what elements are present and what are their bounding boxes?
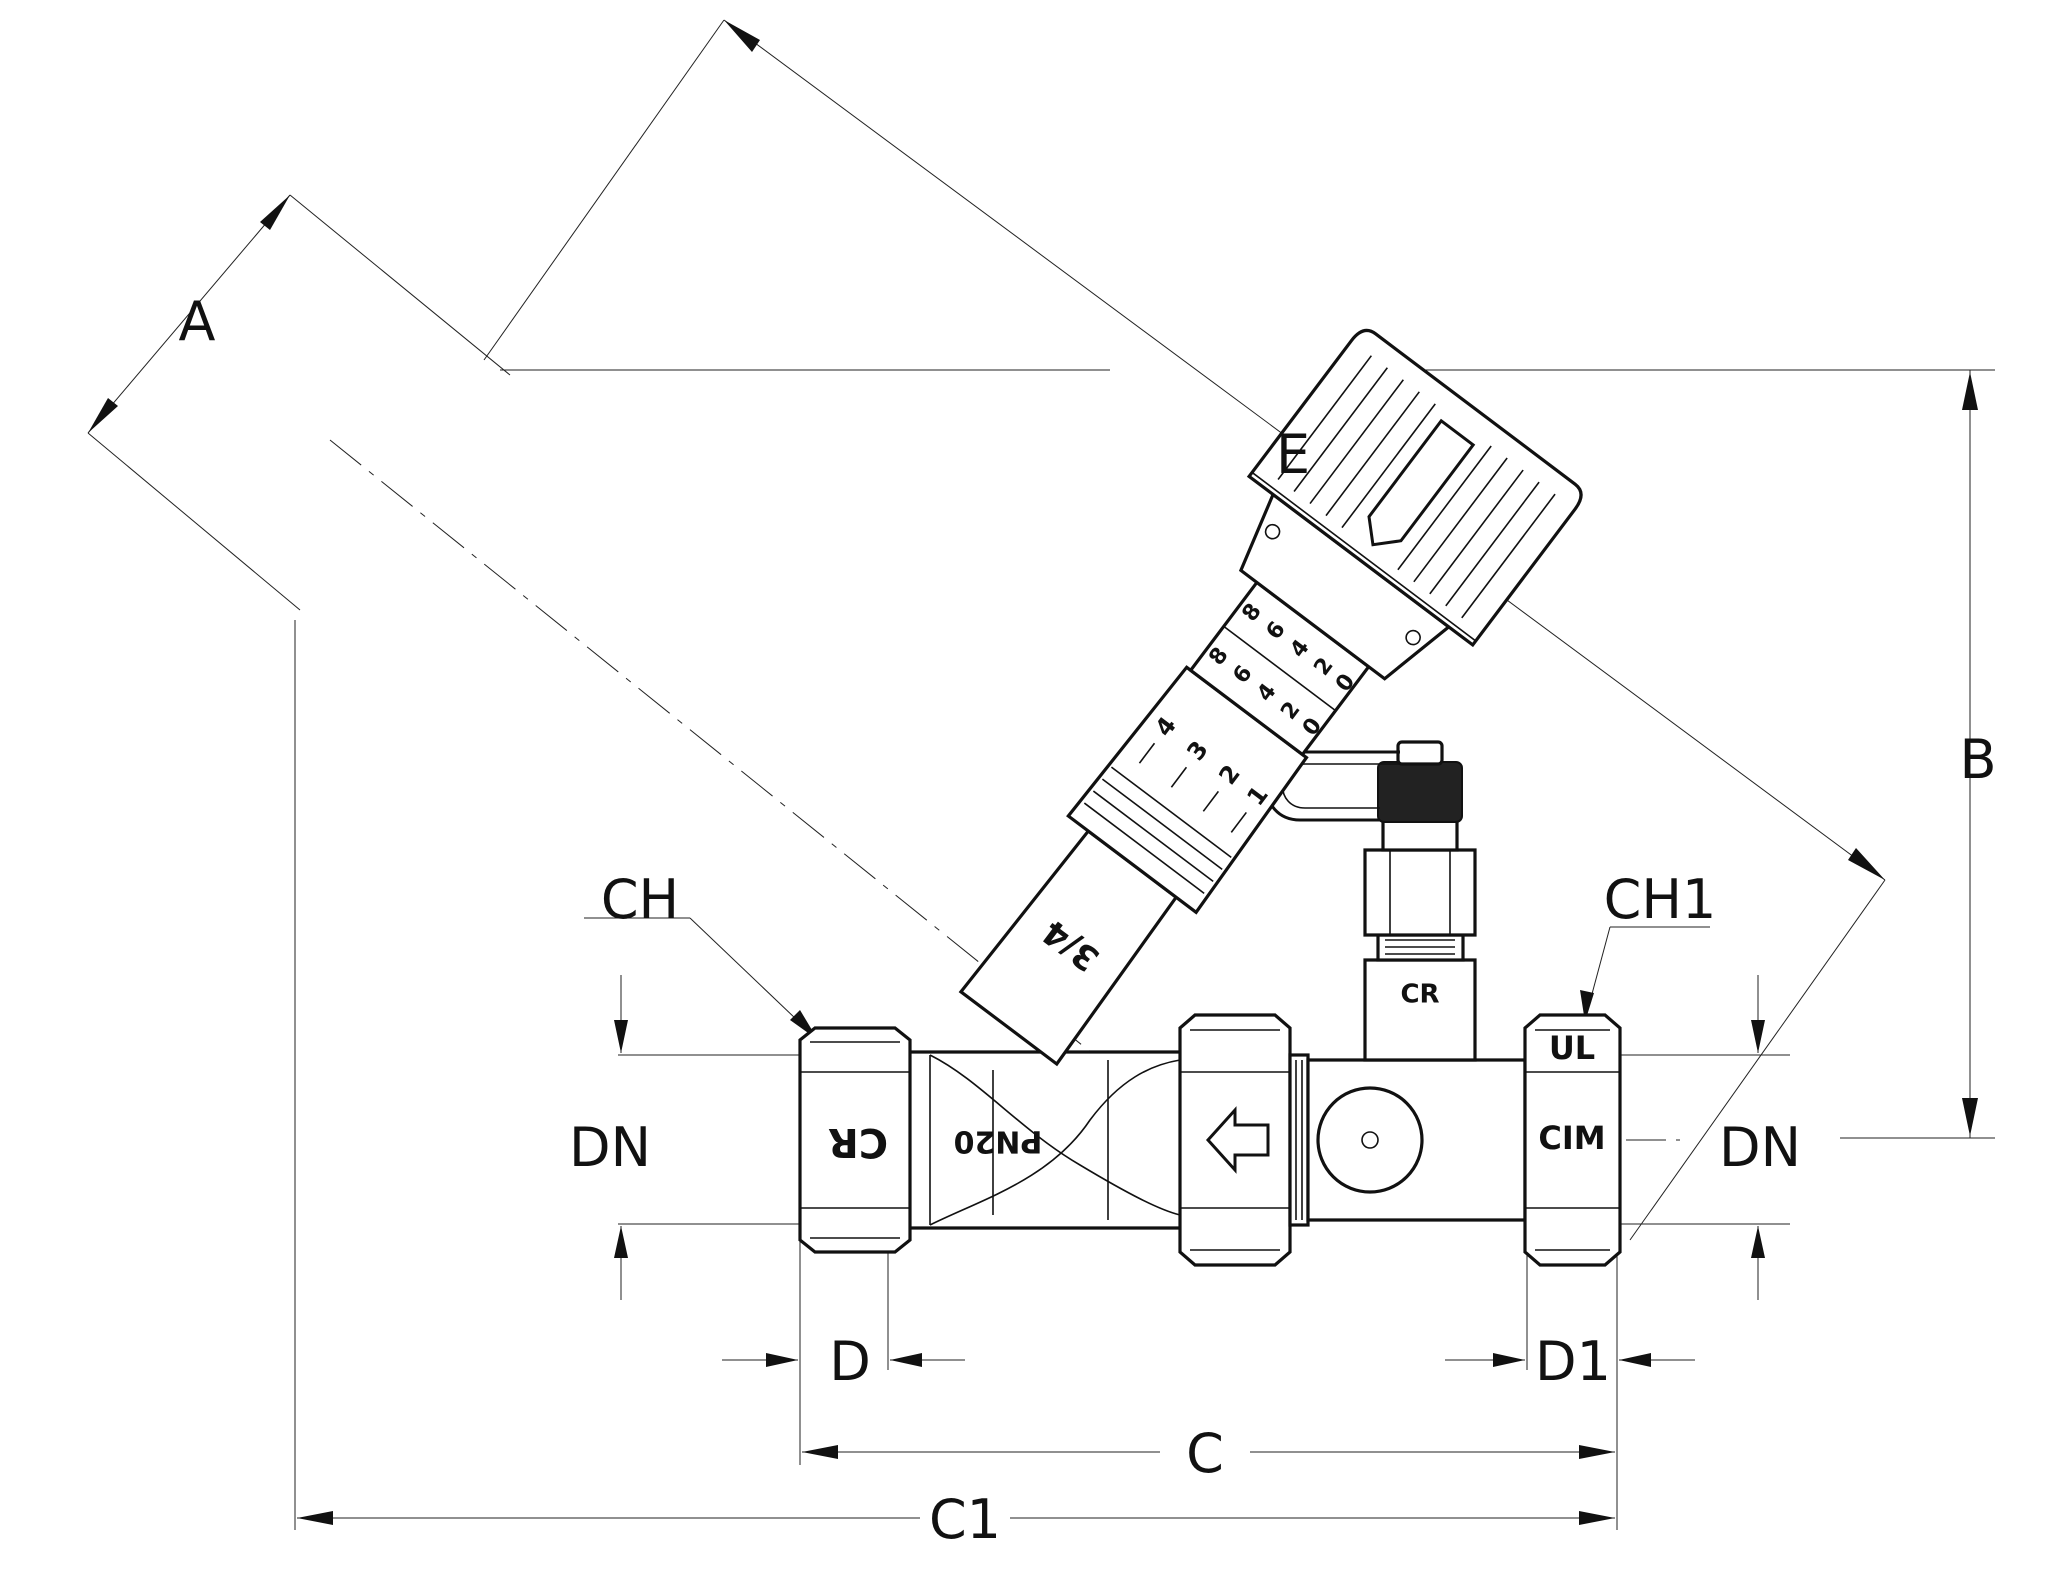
dim-label-d1: D1 bbox=[1535, 1330, 1611, 1393]
dim-label-e: E bbox=[1276, 423, 1310, 486]
dimension-lines bbox=[87, 19, 1995, 1530]
flow-direction-arrow bbox=[1205, 1106, 1270, 1174]
angled-bonnet-assembly: 3/4 4 3 2 1 8 6 4 2 0 8 6 4 2 bbox=[958, 328, 1583, 1067]
cert-mark-ul: UL bbox=[1549, 1029, 1595, 1067]
right-end-nut: UL CIM bbox=[1523, 1013, 1622, 1267]
dimension-labels: A E B CH CH1 DN DN D D1 C C1 bbox=[179, 290, 1997, 1551]
port-circle bbox=[1316, 1086, 1424, 1194]
measuring-fitting: CR bbox=[1264, 740, 1527, 1222]
pressure-rating-mark: PN20 bbox=[954, 1124, 1043, 1159]
dim-label-ch1: CH1 bbox=[1604, 868, 1717, 931]
dim-label-c: C bbox=[1186, 1422, 1224, 1485]
dim-label-a: A bbox=[179, 290, 216, 353]
dim-label-dn-left: DN bbox=[569, 1116, 651, 1179]
port-cap bbox=[1377, 761, 1463, 823]
brand-mark-fitting: CR bbox=[1400, 980, 1439, 1010]
brand-mark-left: CR bbox=[828, 1119, 888, 1165]
cert-mark-cim: CIM bbox=[1538, 1119, 1605, 1157]
dim-label-d: D bbox=[829, 1330, 871, 1393]
dim-label-c1: C1 bbox=[929, 1488, 1001, 1551]
dim-label-dn-right: DN bbox=[1719, 1116, 1801, 1179]
dim-label-ch: CH bbox=[601, 868, 679, 931]
valve-body: CR PN20 bbox=[798, 1013, 1310, 1267]
dim-label-b: B bbox=[1959, 728, 1996, 791]
